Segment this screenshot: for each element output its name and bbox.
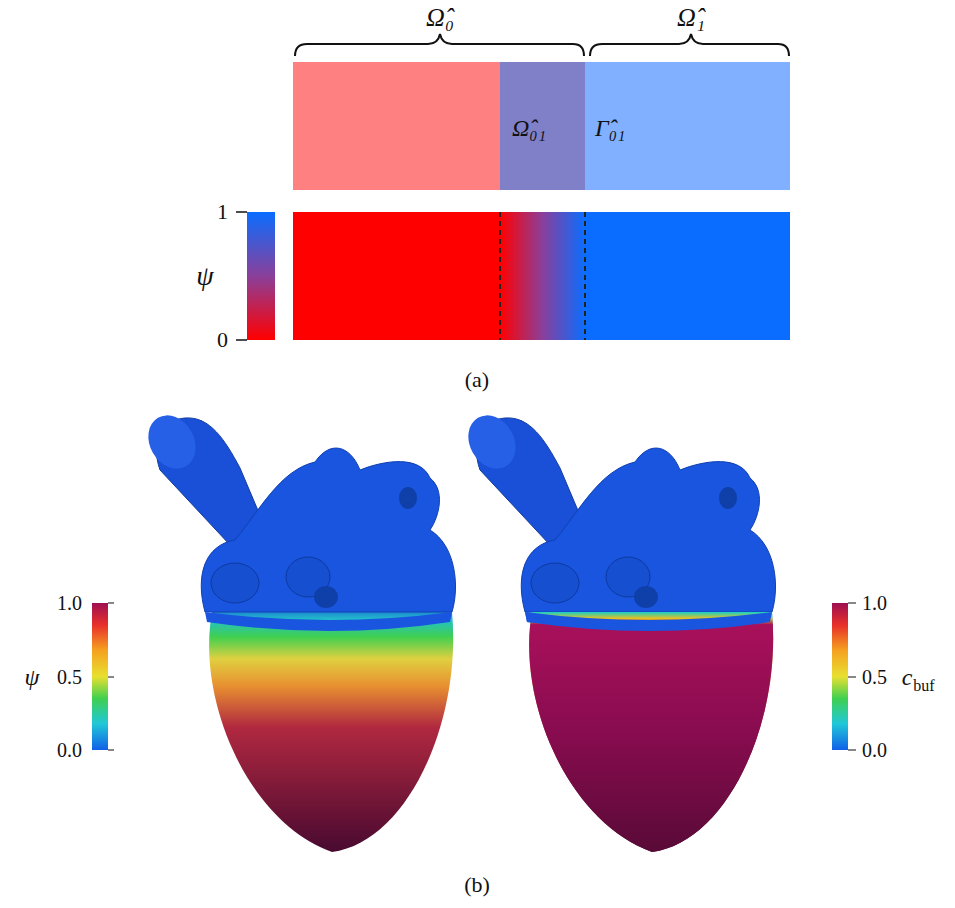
panel-label: (b) xyxy=(464,874,490,896)
colorbar-title: ψ xyxy=(196,262,213,290)
domain-label: Ω̂₀ xyxy=(426,5,454,31)
region-label: Ω̂₀₁ xyxy=(512,116,546,140)
overlap-region: Ω̂₀₁ xyxy=(500,62,585,190)
colorbar-subscript: buf xyxy=(913,678,934,694)
tick-label: 1 xyxy=(217,201,228,223)
region-label: Γ̂₀₁ xyxy=(595,116,625,140)
tick-label: 1.0 xyxy=(862,593,887,613)
colorbar-title: ψ xyxy=(25,665,40,689)
tick-label: 0.5 xyxy=(57,667,82,687)
tick-label: 0.0 xyxy=(862,740,887,760)
tick-label: 0.5 xyxy=(862,667,887,687)
colorbar-title: c xyxy=(902,665,913,689)
panel-label: (a) xyxy=(465,369,489,391)
domain-label: Ω̂₁ xyxy=(677,5,705,31)
subdomain-region: Γ̂₀₁ xyxy=(585,62,790,190)
tick-label: 0 xyxy=(217,329,228,351)
tick-label: 1.0 xyxy=(57,593,82,613)
tick-label: 0.0 xyxy=(57,740,82,760)
